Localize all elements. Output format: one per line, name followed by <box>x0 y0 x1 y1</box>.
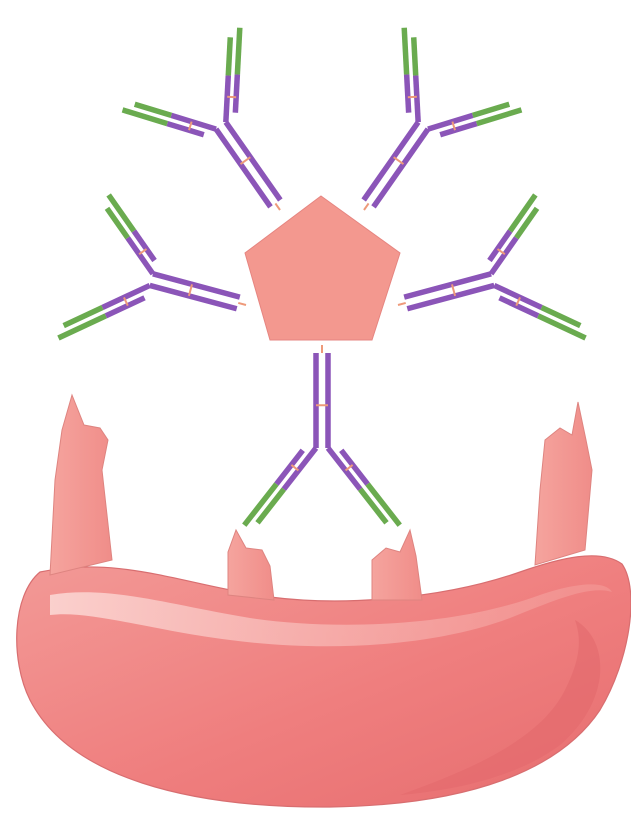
heavy-chain-stem <box>150 285 237 308</box>
heavy-chain-stem <box>404 274 491 297</box>
disulfide-bond <box>241 157 251 164</box>
receptor-left <box>50 395 112 575</box>
light-chain-constant <box>489 231 510 260</box>
receptor-right <box>535 402 592 565</box>
light-chain-variable <box>237 28 239 75</box>
light-chain-constant <box>134 231 155 260</box>
heavy-chain-stem <box>374 129 428 207</box>
antibody-hinge-link <box>398 303 406 305</box>
heavy-chain-stem <box>407 285 494 308</box>
cell-receptors <box>50 395 592 600</box>
heavy-chain-variable <box>228 37 230 75</box>
receptor-center-left <box>228 530 274 600</box>
antibody-middle-left <box>58 195 246 338</box>
antibody-top-right <box>364 28 522 210</box>
antibody-top-left <box>123 28 281 210</box>
antibody-hinge-link <box>364 203 369 210</box>
heavy-chain-stem <box>216 129 270 207</box>
disulfide-bond <box>394 157 404 164</box>
light-chain-variable <box>404 28 406 75</box>
receptor-center-right <box>372 530 422 600</box>
heavy-chain-stem <box>153 274 240 297</box>
heavy-chain-arm <box>226 75 228 122</box>
heavy-chain-stem <box>226 122 280 200</box>
light-chain-constant <box>407 74 409 112</box>
heavy-chain-variable <box>107 208 128 237</box>
heavy-chain-variable <box>414 37 416 75</box>
antibody-hinge-link <box>238 303 246 305</box>
red-blood-cell <box>17 556 631 807</box>
heavy-chain-arm <box>416 75 418 122</box>
light-chain-constant <box>235 74 237 112</box>
antibody-bottom-center <box>244 345 399 525</box>
antigen-pentagon <box>245 196 400 340</box>
antibody-middle-right <box>398 195 586 338</box>
heavy-chain-variable <box>516 208 537 237</box>
heavy-chain-stem <box>364 122 418 200</box>
antibody-hinge-link <box>275 203 280 210</box>
